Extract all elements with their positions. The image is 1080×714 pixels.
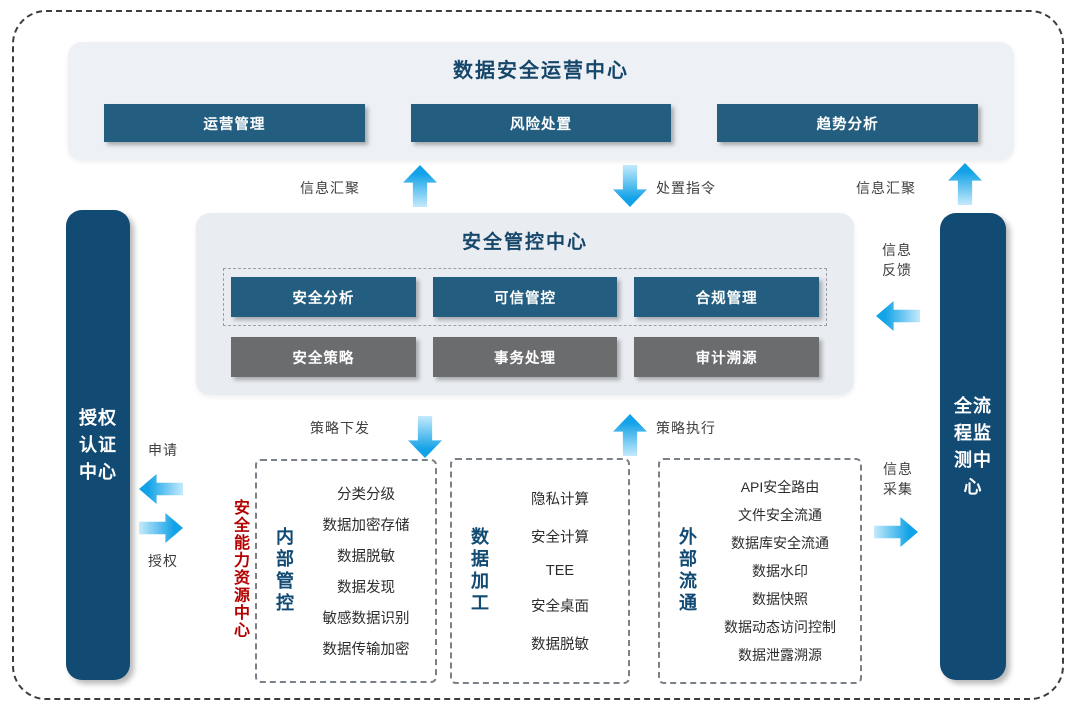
bar-authorization-authentication-center: 授权认证中心 — [66, 210, 130, 680]
monitoring-center-label: 全流程监测中心 — [954, 395, 992, 497]
list-item: 文件安全流通 — [738, 507, 822, 523]
list-item: 数据脱敏 — [531, 636, 589, 653]
control-center-title: 安全管控中心 — [461, 232, 588, 253]
panel-data-security-operation-center: 数据安全运营中心 运营管理 风险处置 趋势分析 — [68, 42, 1014, 160]
list-item: TEE — [545, 562, 575, 579]
label-authorize: 授权 — [148, 553, 178, 569]
data-processing-label: 数据加工 — [469, 527, 489, 615]
security-capability-resource-center-label: 安全能力资源中心 — [231, 499, 248, 639]
external-circulation-label: 外部流通 — [677, 527, 697, 615]
list-item: 隐私计算 — [531, 492, 589, 509]
operation-center-modules: 运营管理 风险处置 趋势分析 — [104, 104, 979, 142]
list-item: 数据快照 — [752, 591, 808, 607]
list-item: 数据发现 — [337, 580, 395, 596]
node-trusted-control: 可信管控 — [432, 277, 618, 317]
list-item: 敏感数据识别 — [322, 611, 410, 627]
auth-center-label: 授权认证中心 — [79, 407, 117, 482]
internal-control-items: 分类分级 数据加密存储 数据脱敏 数据发现 敏感数据识别 数据传输加密 — [297, 461, 435, 681]
node-security-analysis: 安全分析 — [231, 277, 416, 317]
label-info-aggregation-right: 信息汇聚 — [856, 180, 916, 196]
internal-control-label: 内部管控 — [274, 527, 294, 615]
node-audit-tracing: 审计溯源 — [634, 337, 820, 377]
data-processing-items: 隐私计算 安全计算 TEE 安全桌面 数据脱敏 — [492, 460, 628, 682]
list-item: 数据动态访问控制 — [724, 619, 836, 635]
bar-full-process-monitoring-center: 全流程监测中心 — [940, 213, 1006, 680]
label-info-feedback: 信息反馈 — [882, 242, 912, 278]
label-info-collect: 信息采集 — [883, 461, 913, 497]
box-external-circulation: 外部流通 API安全路由 文件安全流通 数据库安全流通 数据水印 数据快照 数据… — [658, 458, 862, 684]
operation-center-title: 数据安全运营中心 — [453, 60, 629, 82]
control-center-row2: 安全策略 事务处理 审计溯源 — [231, 337, 820, 377]
label-disposal-instruction: 处置指令 — [656, 180, 716, 196]
list-item: 数据库安全流通 — [731, 535, 829, 551]
node-compliance-management: 合规管理 — [634, 277, 820, 317]
list-item: 分类分级 — [337, 487, 395, 503]
label-policy-execute: 策略执行 — [656, 420, 716, 436]
list-item: 数据泄露溯源 — [738, 647, 822, 663]
list-item: 数据传输加密 — [322, 642, 410, 658]
node-security-policy: 安全策略 — [231, 337, 416, 377]
list-item: 数据脱敏 — [337, 549, 395, 565]
control-center-row1: 安全分析 可信管控 合规管理 — [231, 277, 820, 317]
node-operation-management: 运营管理 — [104, 104, 365, 142]
label-policy-issue: 策略下发 — [310, 420, 370, 436]
label-info-aggregation-left: 信息汇聚 — [300, 180, 360, 196]
node-risk-disposal: 风险处置 — [410, 104, 672, 142]
box-internal-control: 内部管控 分类分级 数据加密存储 数据脱敏 数据发现 敏感数据识别 数据传输加密 — [255, 459, 437, 683]
node-trend-analysis: 趋势分析 — [717, 104, 979, 142]
box-data-processing: 数据加工 隐私计算 安全计算 TEE 安全桌面 数据脱敏 — [450, 458, 630, 684]
list-item: API安全路由 — [740, 479, 820, 495]
control-center-dashed-group — [223, 268, 827, 326]
panel-security-control-center: 安全管控中心 安全分析 可信管控 合规管理 安全策略 事务处理 审计溯源 — [196, 213, 854, 395]
label-apply: 申请 — [148, 442, 178, 458]
external-circulation-items: API安全路由 文件安全流通 数据库安全流通 数据水印 数据快照 数据动态访问控… — [700, 460, 860, 682]
list-item: 数据水印 — [752, 563, 808, 579]
list-item: 安全计算 — [531, 529, 589, 546]
list-item: 数据加密存储 — [322, 518, 410, 534]
list-item: 安全桌面 — [531, 599, 589, 616]
node-transaction-processing: 事务处理 — [432, 337, 618, 377]
diagram-outer-dashed-border — [12, 10, 1064, 700]
